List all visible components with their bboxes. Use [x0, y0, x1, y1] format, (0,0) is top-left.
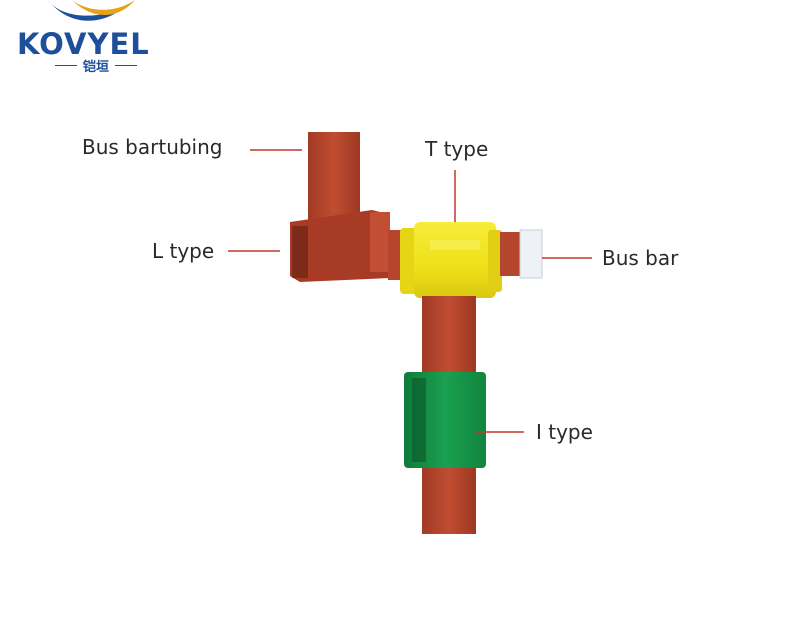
brand-name: KOVYEL [17, 27, 150, 61]
bus-bar-metal [519, 229, 543, 279]
subtitle-dash-right [115, 65, 137, 66]
label-l-type: L type [152, 239, 215, 263]
brand-subtitle-text: 铠垣 [82, 60, 109, 75]
label-i-type: I type [536, 420, 593, 444]
label-bus-bartubing: Bus bartubing [82, 135, 223, 159]
label-t-type: T type [425, 137, 489, 161]
logo-swoosh-icon [48, 0, 135, 21]
l-type-connector [290, 210, 390, 282]
brand-subtitle: 铠垣 [36, 56, 156, 75]
brand-logo: KOVYEL 铠垣 [0, 0, 200, 80]
t-type-connector [400, 222, 502, 298]
subtitle-dash-left [54, 65, 77, 66]
i-type-connector [404, 372, 486, 468]
label-bus-bar: Bus bar [602, 246, 679, 270]
